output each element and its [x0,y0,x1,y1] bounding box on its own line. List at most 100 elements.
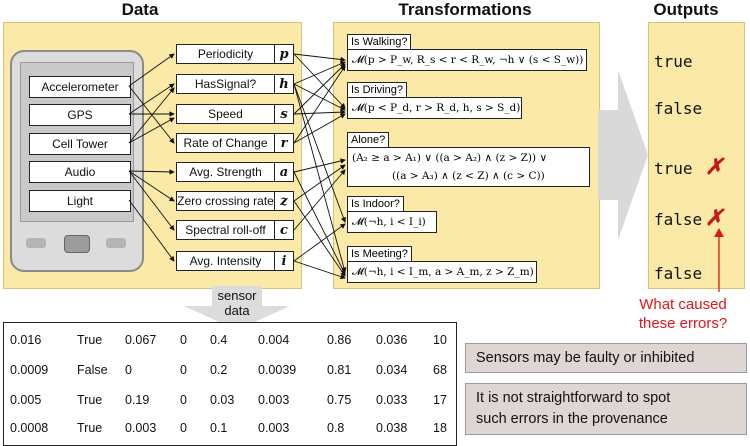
sensor-data-table [3,322,457,446]
feature-symbol: s [274,105,293,123]
table-cell: 0.003 [258,421,290,435]
transformation-formula: 𝓜(¬h, i < I_i) [347,211,437,233]
feature-label: Avg. Intensity [189,254,262,268]
feature-symbol: c [274,221,293,239]
feature-symbol: z [274,192,293,210]
table-cell: 0.03 [210,393,235,407]
table-cell: 0.2 [210,363,228,377]
table-cell: 0 [180,333,187,347]
table-cell: 0.034 [376,363,408,377]
table-cell: 0.86 [327,333,352,347]
feature-symbol: a [274,163,293,181]
error-question-line: these errors? [638,315,728,332]
note-provenance-line: It is not straightforward to spot [476,390,671,406]
error-question-line: What caused [639,296,727,313]
output-indoor: false [654,210,703,229]
output-driving: false [654,99,703,118]
note-faulty-sensors: Sensors may be faulty or inhibited [465,343,747,373]
transformation-formula: 𝓜(p > P_w, R_s < r < R_w, ¬h ∨ (s < S_w)… [347,49,587,71]
output-meeting: false [654,264,703,283]
flow-arrow-icon [598,70,648,240]
sensor-accelerometer: Accelerometer [29,76,131,98]
table-cell: 0.4 [210,333,228,347]
table-cell: 0.0039 [258,363,297,377]
transformation-formula: 𝓜(¬h, i < I_m, a > A_m, z > Z_m) [347,261,537,283]
sensor-data-label-line: data [224,303,250,318]
table-cell: True [77,421,103,435]
table-cell: 0.0009 [10,363,49,377]
error-question: What caused these errors? [618,295,748,333]
table-cell: 68 [433,363,447,377]
transformation-formula: 𝓜(p < P_d, r > R_d, h, s > S_d) [347,97,522,119]
table-cell: True [77,393,103,407]
feature-symbol: r [274,134,293,152]
table-cell: 0 [180,393,187,407]
table-cell: 0.067 [125,333,157,347]
feature-label: Speed [208,107,243,121]
table-cell: 0.75 [327,393,352,407]
transformation-title: Is Meeting? [347,246,412,263]
data-heading: Data [121,0,159,19]
feature-symbol: i [274,252,293,270]
table-cell: 0.19 [125,393,150,407]
table-cell: 0.005 [10,393,42,407]
table-cell: True [77,333,103,347]
feature-symbol: h [274,75,293,93]
transformation-title: Is Driving? [347,82,407,99]
output-alone: true [654,159,693,178]
feature-speed: Speed s [176,104,294,124]
note-provenance-line: such errors in the provenance [476,411,668,427]
outputs-heading: Outputs [653,0,719,19]
table-cell: 17 [433,393,447,407]
device-button [64,235,90,253]
feature-label: Avg. Strength [189,165,262,179]
error-cross-icon: ✗ [705,154,724,180]
table-cell: 0 [180,421,187,435]
feature-label: Spectral roll-off [185,223,266,237]
feature-label: Zero crossing rate [177,194,274,208]
sensor-light: Light [29,190,131,212]
table-cell: 0.038 [376,421,408,435]
transformations-heading: Transformations [398,0,532,19]
transformation-formula-multiline: (A₂ ≥ a > A₁) ∨ ((a > A₂) ∧ (z > Z)) ∨ (… [347,147,590,187]
error-cross-icon: ✗ [705,205,724,231]
feature-label: Periodicity [197,47,254,61]
sensor-gps: GPS [29,104,131,126]
feature-avg-intensity: Avg. Intensity i [176,251,294,271]
table-cell: 0.036 [376,333,408,347]
table-cell: 18 [433,421,447,435]
feature-rate-of-change: Rate of Change r [176,133,294,153]
table-cell: 0.0008 [10,421,49,435]
device-right-key [106,238,126,248]
table-cell: 0.003 [258,393,290,407]
feature-symbol: p [274,45,293,63]
feature-zero-crossing-rate: Zero crossing rate z [176,191,294,211]
transformation-title: Alone? [347,132,390,149]
table-cell: 0.81 [327,363,352,377]
table-cell: 0.033 [376,393,408,407]
feature-periodicity: Periodicity p [176,44,294,64]
table-cell: 0.003 [125,421,157,435]
feature-avg-strength: Avg. Strength a [176,162,294,182]
formula-line: (A₂ ≥ a > A₁) ∨ ((a > A₂) ∧ (z > Z)) ∨ [352,152,548,164]
formula-line: ((a > A₃) ∧ (z < Z) ∧ (c > C)) [392,170,545,182]
device-left-key [26,238,46,248]
sensor-data-arrow-icon [184,286,290,330]
table-cell: 0.8 [327,421,345,435]
feature-hassignal: HasSignal? h [176,74,294,94]
table-cell: False [77,363,108,377]
feature-spectral-roll-off: Spectral roll-off c [176,220,294,240]
table-cell: 0 [180,363,187,377]
table-cell: 10 [433,333,447,347]
sensor-data-label-line: sensor [217,288,257,303]
feature-label: Rate of Change [183,136,268,150]
outputs-panel [648,22,745,289]
table-cell: 0.004 [258,333,290,347]
sensor-cell-tower: Cell Tower [29,133,131,155]
output-walking: true [654,52,693,71]
error-pointer-arrow [714,228,724,292]
sensor-data-label: sensor data [202,288,272,318]
table-cell: 0.1 [210,421,228,435]
table-cell: 0.016 [10,333,42,347]
